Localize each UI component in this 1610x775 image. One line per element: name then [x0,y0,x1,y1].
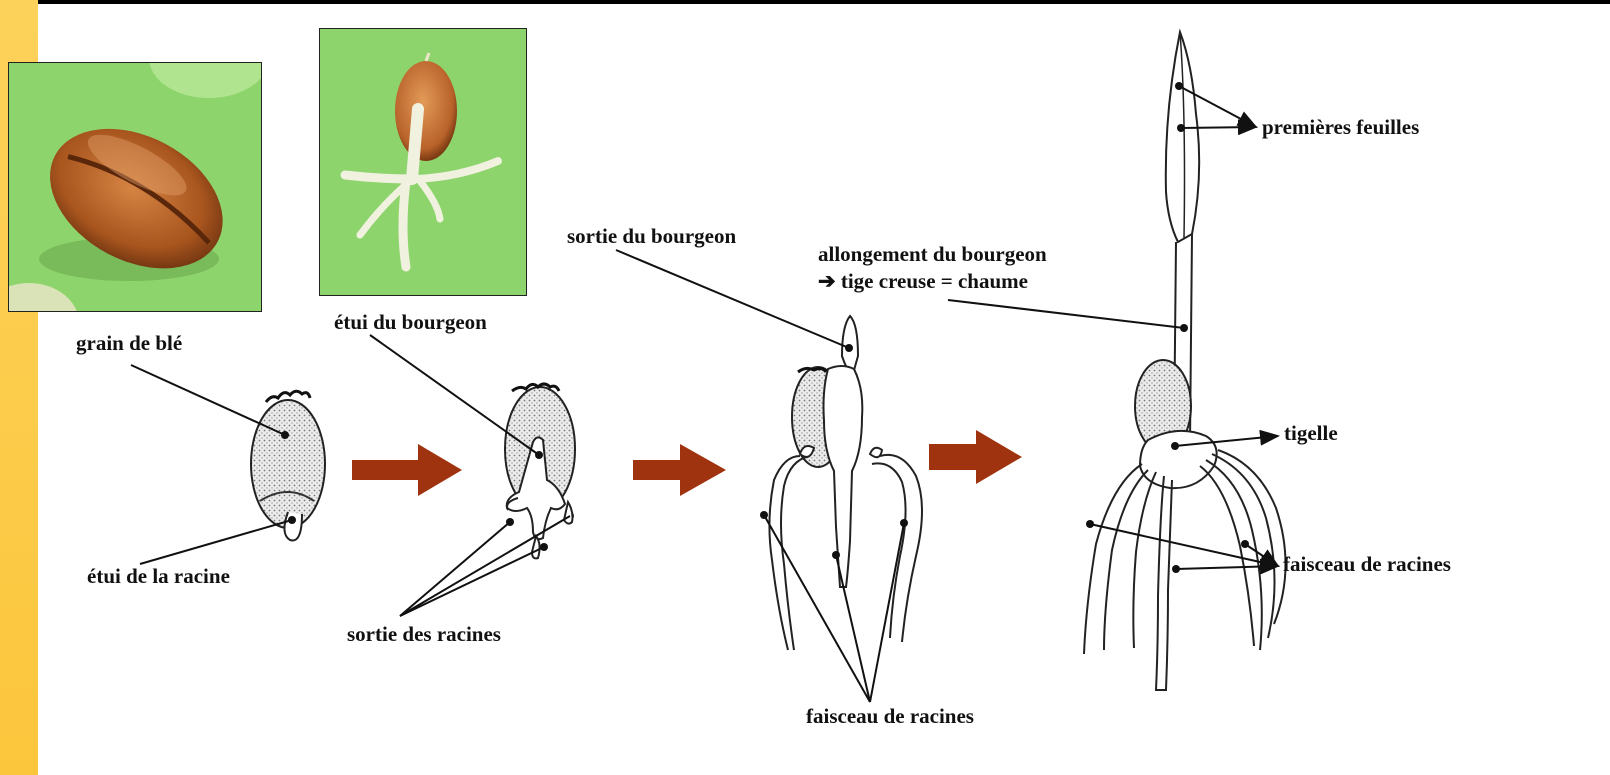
label-sortie-racines: sortie des racines [347,624,501,645]
stage1-seed [251,391,325,540]
label-faisceau-racines-2: faisceau de racines [1283,554,1451,575]
label-sortie-bourgeon: sortie du bourgeon [567,226,736,247]
arrow-right-icon [929,430,1022,484]
label-etui-bourgeon: étui du bourgeon [334,312,487,333]
label-tige-creuse: ➔ tige creuse = chaume [818,271,1028,292]
arrow-right-icon [633,444,726,496]
stage3-bud-emergence [760,316,922,650]
label-tige-creuse-text: tige creuse = chaume [841,269,1028,293]
label-grain-de-ble: grain de blé [76,333,182,354]
diagram-canvas: grain de blé étui de la racine étui du b… [38,4,1610,775]
label-faisceau-racines-1: faisceau de racines [806,706,974,727]
label-etui-racine: étui de la racine [87,566,230,587]
label-premieres-feuilles: premières feuilles [1262,117,1419,138]
stage4-plantlet [1084,32,1286,690]
arrow-right-icon [352,444,462,496]
label-tigelle: tigelle [1284,423,1338,444]
stage2-root-emergence [505,384,575,558]
label-allongement-bourgeon: allongement du bourgeon [818,244,1047,265]
arrow-right-icon: ➔ [818,269,841,293]
